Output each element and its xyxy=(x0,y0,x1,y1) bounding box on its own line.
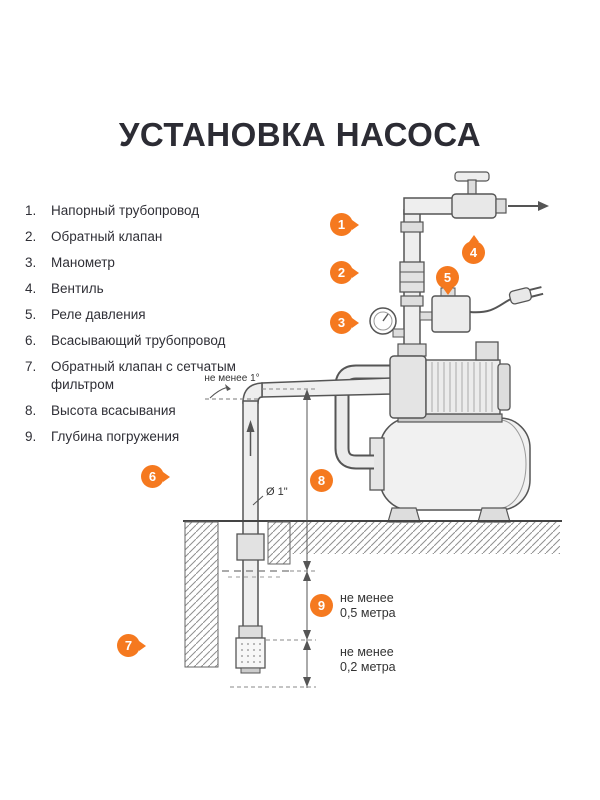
callout-number: 2 xyxy=(337,265,346,280)
page-title: УСТАНОВКА НАСОСА xyxy=(118,116,482,153)
callout-pointer xyxy=(442,288,453,295)
legend-item-label: Глубина погружения xyxy=(51,428,180,444)
callout-number: 5 xyxy=(443,270,452,285)
legend-item-number: 8. xyxy=(25,402,37,418)
legend-item-label: Вентиль xyxy=(51,281,104,297)
callout-6: 6 xyxy=(141,465,170,488)
slope-angle-annotation: не менее 1° xyxy=(204,373,260,400)
min-bottom-line1: не менее xyxy=(340,645,394,659)
legend-item-label: Манометр xyxy=(51,255,115,271)
angle-label: не менее 1° xyxy=(204,373,259,384)
legend-item-label: Напорный трубопровод xyxy=(51,203,200,218)
legend-item-8: 8. Высота всасывания xyxy=(25,402,257,420)
water-level xyxy=(222,570,290,578)
legend-item-number: 4. xyxy=(25,281,37,297)
dimension-line xyxy=(230,388,316,688)
min-immersion-line1: не менее xyxy=(340,591,394,605)
legend-item-3: 3. Манометр xyxy=(25,254,257,272)
flow-out-arrow xyxy=(508,201,549,211)
legend-item-1: 1. Напорный трубопровод xyxy=(25,202,257,220)
callout-number: 6 xyxy=(148,469,157,484)
legend-item-6: 6. Всасывающий трубопровод xyxy=(25,332,257,350)
pump-motor xyxy=(389,341,511,423)
callout-pointer xyxy=(352,219,359,230)
ground xyxy=(183,520,562,668)
legend-item-label: Всасывающий трубопровод xyxy=(51,333,226,349)
callout-pointer xyxy=(352,317,359,328)
callout-7: 7 xyxy=(117,634,146,657)
callout-pointer xyxy=(139,640,146,651)
callout-number: 9 xyxy=(317,598,326,613)
legend-item-9: 9. Глубина погружения xyxy=(25,428,257,446)
min-immersion-line2: 0,5 метра xyxy=(340,606,396,620)
min-bottom-line2: 0,2 метра xyxy=(340,660,396,674)
callout-5: 5 xyxy=(436,266,459,295)
pump-tank-pipe xyxy=(334,364,392,470)
power-cord-plug xyxy=(469,286,544,314)
shutoff-valve xyxy=(451,171,507,219)
callout-1: 1 xyxy=(330,213,359,236)
legend-item-number: 7. xyxy=(25,359,37,375)
foot-valve-strainer xyxy=(235,625,266,674)
legend-item-number: 5. xyxy=(25,307,37,323)
legend-item-number: 6. xyxy=(25,333,37,349)
pressure-tank xyxy=(369,417,531,523)
min-bottom-note: не менее 0,2 метра xyxy=(340,645,396,674)
legend-item-4: 4. Вентиль xyxy=(25,280,257,298)
legend-item-7: 7. Обратный клапан с сетчатым фильтром xyxy=(25,358,257,393)
callout-number: 3 xyxy=(337,315,346,330)
diameter-annotation: Ø 1" xyxy=(252,486,288,506)
callout-pointer xyxy=(352,267,359,278)
legend-item-number: 2. xyxy=(25,229,37,245)
callout-9: 9 xyxy=(310,594,333,617)
callout-number: 7 xyxy=(124,638,133,653)
legend-item-number: 3. xyxy=(25,255,37,271)
diameter-label: Ø 1" xyxy=(266,486,288,498)
callout-4: 4 xyxy=(462,235,485,264)
legend-item-label: Высота всасывания xyxy=(51,402,176,418)
legend-item-label: Обратный клапан xyxy=(51,229,163,245)
legend-item-label: Обратный клапан с сетчатым фильтром xyxy=(51,359,236,392)
legend-item-label: Реле давления xyxy=(51,307,146,323)
callout-8: 8 xyxy=(310,469,333,492)
callout-pointer xyxy=(163,471,170,482)
legend-item-2: 2. Обратный клапан xyxy=(25,228,257,246)
legend-item-number: 9. xyxy=(25,428,37,444)
callout-number: 4 xyxy=(469,245,478,260)
min-immersion-note: не менее 0,5 метра xyxy=(340,591,396,620)
pressure-gauge xyxy=(369,307,405,338)
legend-item-number: 1. xyxy=(25,203,37,218)
callout-pointer xyxy=(468,235,479,242)
legend-item-5: 5. Реле давления xyxy=(25,306,257,324)
callout-number: 1 xyxy=(337,217,346,232)
callout-2: 2 xyxy=(330,261,359,284)
callout-number: 8 xyxy=(317,473,326,488)
check-valve xyxy=(399,261,425,293)
callout-3: 3 xyxy=(330,311,359,334)
legend-list: 1. Напорный трубопровод 2. Обратный клап… xyxy=(25,202,257,454)
